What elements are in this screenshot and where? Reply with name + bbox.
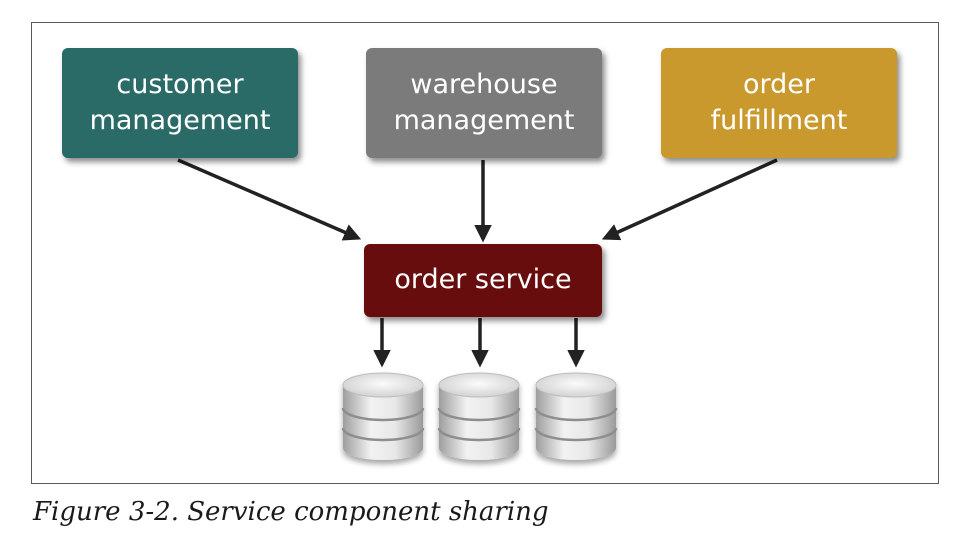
- node-warehouse-management: warehouse management: [366, 48, 602, 158]
- node-customer-management: customer management: [62, 48, 298, 158]
- node-order-fulfillment: order fulfillment: [661, 48, 897, 158]
- node-label: customer management: [89, 68, 271, 136]
- node-label: warehouse management: [393, 68, 575, 136]
- node-label: order fulfillment: [710, 68, 848, 136]
- node-label: order service: [394, 264, 572, 296]
- figure-caption: Figure 3-2. Service component sharing: [33, 497, 549, 527]
- node-order-service: order service: [364, 244, 602, 317]
